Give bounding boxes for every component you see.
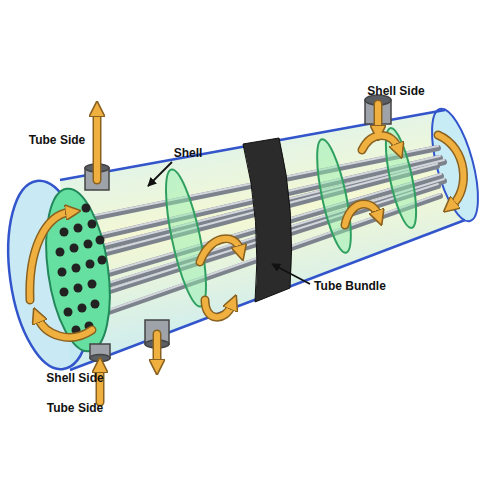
- baffles: [158, 126, 423, 310]
- channel-head: [0, 175, 119, 374]
- shell-outline: [60, 110, 465, 370]
- part-label: Tube Side: [29, 133, 85, 147]
- shell-body: [60, 104, 487, 370]
- part-label: Tube Bundle: [314, 279, 386, 293]
- tube-holes: [56, 204, 107, 335]
- part-label: Shell Side: [367, 84, 424, 98]
- flow-arrow-fills: [30, 104, 464, 402]
- flow-arrows: [30, 104, 464, 402]
- baffle: [310, 137, 358, 255]
- baffle: [158, 167, 214, 310]
- flow-arrow-outlines: [30, 104, 464, 402]
- part-label: Shell: [174, 146, 203, 160]
- part-label: Shell Side: [46, 371, 103, 385]
- leader-lines: [148, 162, 310, 284]
- leader-line: [148, 162, 172, 186]
- baffle: [380, 126, 423, 230]
- nozzle-opening: [90, 355, 110, 362]
- nozzles: [85, 95, 391, 362]
- tube-sheet: [37, 185, 119, 356]
- part-label: Tube Side: [47, 401, 103, 415]
- shell-fill: [60, 110, 465, 370]
- support-band: [243, 138, 292, 302]
- leader-line: [272, 264, 310, 284]
